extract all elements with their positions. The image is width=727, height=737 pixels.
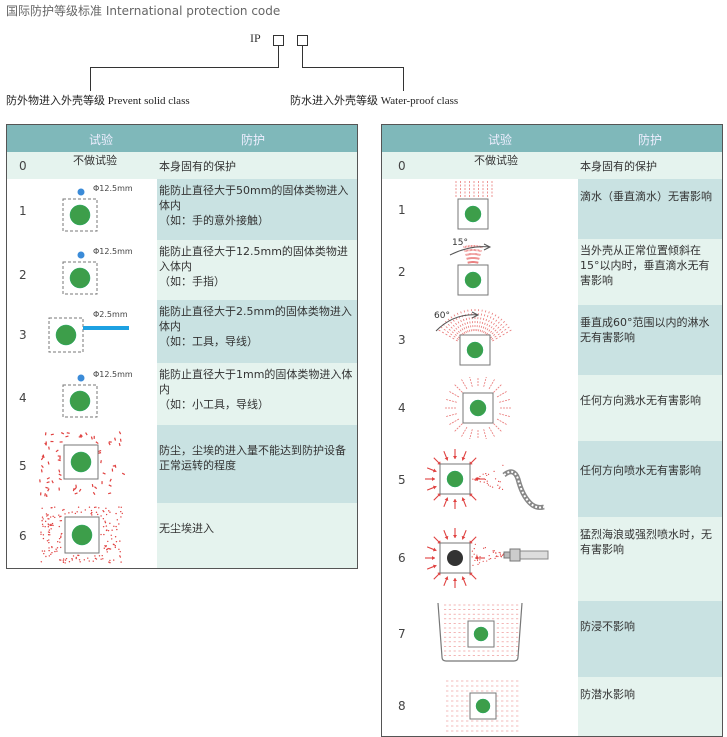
table-row: 1 Φ12.5mm 能防止直径大于50mm的固体类物进入体内 （如：手的意外接触… (7, 179, 357, 240)
connector-line (90, 67, 279, 68)
row-protection: 垂直成60°范围以内的淋水无有害影响 (578, 313, 722, 345)
water-protection-table: 试验 防护 0 不做试验 本身固有的保护 1 滴水（垂直滴水）无害影响 2 15… (381, 124, 723, 737)
row-protection: 本身固有的保护 (578, 157, 722, 174)
row-number: 4 (19, 391, 27, 405)
dust-test-icon (39, 431, 125, 497)
connector-line (403, 67, 404, 91)
row-number: 2 (19, 268, 27, 282)
row-protection: 防浸不影响 (578, 617, 722, 634)
row-protection: 本身固有的保护 (157, 157, 357, 174)
row-protection: 能防止直径大于50mm的固体类物进入体内 （如：手的意外接触） (157, 181, 357, 228)
row-number: 5 (19, 459, 27, 473)
table-row: 3 60° 垂直成60°范围以内的淋水无有害影响 (382, 305, 722, 375)
row-protection: 任何方向喷水无有害影响 (578, 461, 722, 478)
row-number: 2 (398, 265, 406, 279)
table-row: 2 Φ12.5mm 能防止直径大于12.5mm的固体类物进入体内 （如：手指） (7, 240, 357, 300)
table-row: 0 不做试验 本身固有的保护 (7, 152, 357, 179)
row-protection: 当外壳从正常位置倾斜在15°以内时，垂直滴水无有害影响 (578, 241, 722, 288)
water-class-label: 防水进入外壳等级 Water-proof class (290, 92, 458, 108)
table-row: 1 滴水（垂直滴水）无害影响 (382, 179, 722, 239)
row-number: 0 (398, 159, 406, 173)
probe-dimension: Φ12.5mm (93, 247, 133, 256)
table-row: 5 任何方向喷水无有害影响 (382, 441, 722, 517)
table-row: 7 防浸不影响 (382, 601, 722, 677)
header-test: 试验 (89, 131, 113, 148)
table-row: 8 防潜水影响 (382, 677, 722, 736)
row-number: 1 (398, 203, 406, 217)
immersion-icon (432, 601, 532, 665)
table-row: 4 任何方向溅水无有害影响 (382, 375, 722, 441)
spray-angle-label: 60° (434, 311, 450, 321)
table-row: 6 无尘埃进入 (7, 503, 357, 568)
solid-class-label: 防外物进入外壳等级 Prevent solid class (6, 92, 190, 108)
probe-dimension: Φ12.5mm (93, 370, 133, 379)
table-header: 试验 防护 (382, 125, 722, 152)
table-row: 2 15° 当外壳从正常位置倾斜在15°以内时，垂直滴水无有害影响 (382, 239, 722, 305)
row-protection: 能防止直径大于1mm的固体类物进入体内 （如：小工具，导线） (157, 365, 357, 412)
row-protection: 滴水（垂直滴水）无害影响 (578, 187, 722, 204)
row-test-text: 不做试验 (73, 152, 117, 168)
row-protection: 任何方向溅水无有害影响 (578, 391, 722, 408)
row-protection: 无尘埃进入 (157, 519, 357, 536)
row-number: 7 (398, 627, 406, 641)
connector-line (302, 67, 404, 68)
row-number: 5 (398, 473, 406, 487)
ip-prefix: IP (250, 31, 261, 46)
row-test-text: 不做试验 (474, 152, 518, 168)
row-protection: 能防止直径大于2.5mm的固体类物进入体内 （如：工具，导线） (157, 302, 357, 349)
dust-tight-icon (39, 505, 125, 565)
row-number: 3 (19, 328, 27, 342)
row-protection: 防尘，尘埃的进入量不能达到防护设备正常运转的程度 (157, 441, 357, 473)
connector-line (302, 46, 303, 68)
row-protection: 猛烈海浪或强烈喷水时，无有害影响 (578, 525, 722, 557)
splash-icon (436, 377, 520, 439)
table-row: 4 Φ12.5mm 能防止直径大于1mm的固体类物进入体内 （如：小工具，导线） (7, 363, 357, 425)
tilt-drip-icon (440, 241, 520, 303)
submersion-icon (442, 679, 522, 735)
row-number: 4 (398, 401, 406, 415)
row-number: 1 (19, 204, 27, 218)
table-row: 0 不做试验 本身固有的保护 (382, 152, 722, 179)
probe-dimension: Φ2.5mm (93, 310, 128, 319)
header-test: 试验 (488, 131, 512, 148)
tilt-angle-label: 15° (452, 238, 468, 248)
row-protection: 能防止直径大于12.5mm的固体类物进入体内 （如：手指） (157, 242, 357, 289)
row-protection: 防潜水影响 (578, 685, 722, 702)
row-number: 8 (398, 699, 406, 713)
connector-line (278, 46, 279, 68)
table-row: 3 Φ2.5mm 能防止直径大于2.5mm的固体类物进入体内 （如：工具，导线） (7, 300, 357, 363)
row-number: 3 (398, 333, 406, 347)
connector-line (90, 67, 91, 91)
row-number: 0 (19, 159, 27, 173)
water-jet-icon (418, 445, 568, 513)
header-protection: 防护 (638, 131, 662, 148)
ip-digit-box-solid (273, 35, 284, 46)
table-row: 6 猛烈海浪或强烈喷水时，无有害影响 (382, 517, 722, 601)
ip-digit-box-water (297, 35, 308, 46)
table-row: 5 防尘，尘埃的进入量不能达到防护设备正常运转的程度 (7, 425, 357, 503)
vertical-drip-icon (452, 179, 502, 237)
row-number: 6 (398, 551, 406, 565)
probe-dimension: Φ12.5mm (93, 184, 133, 193)
header-protection: 防护 (241, 131, 265, 148)
table-header: 试验 防护 (7, 125, 357, 152)
row-number: 6 (19, 529, 27, 543)
page-title: 国际防护等级标准 International protection code (6, 2, 280, 19)
powerful-jet-icon (418, 523, 552, 595)
solid-protection-table: 试验 防护 0 不做试验 本身固有的保护 1 Φ12.5mm 能防止直径大于50… (6, 124, 358, 569)
